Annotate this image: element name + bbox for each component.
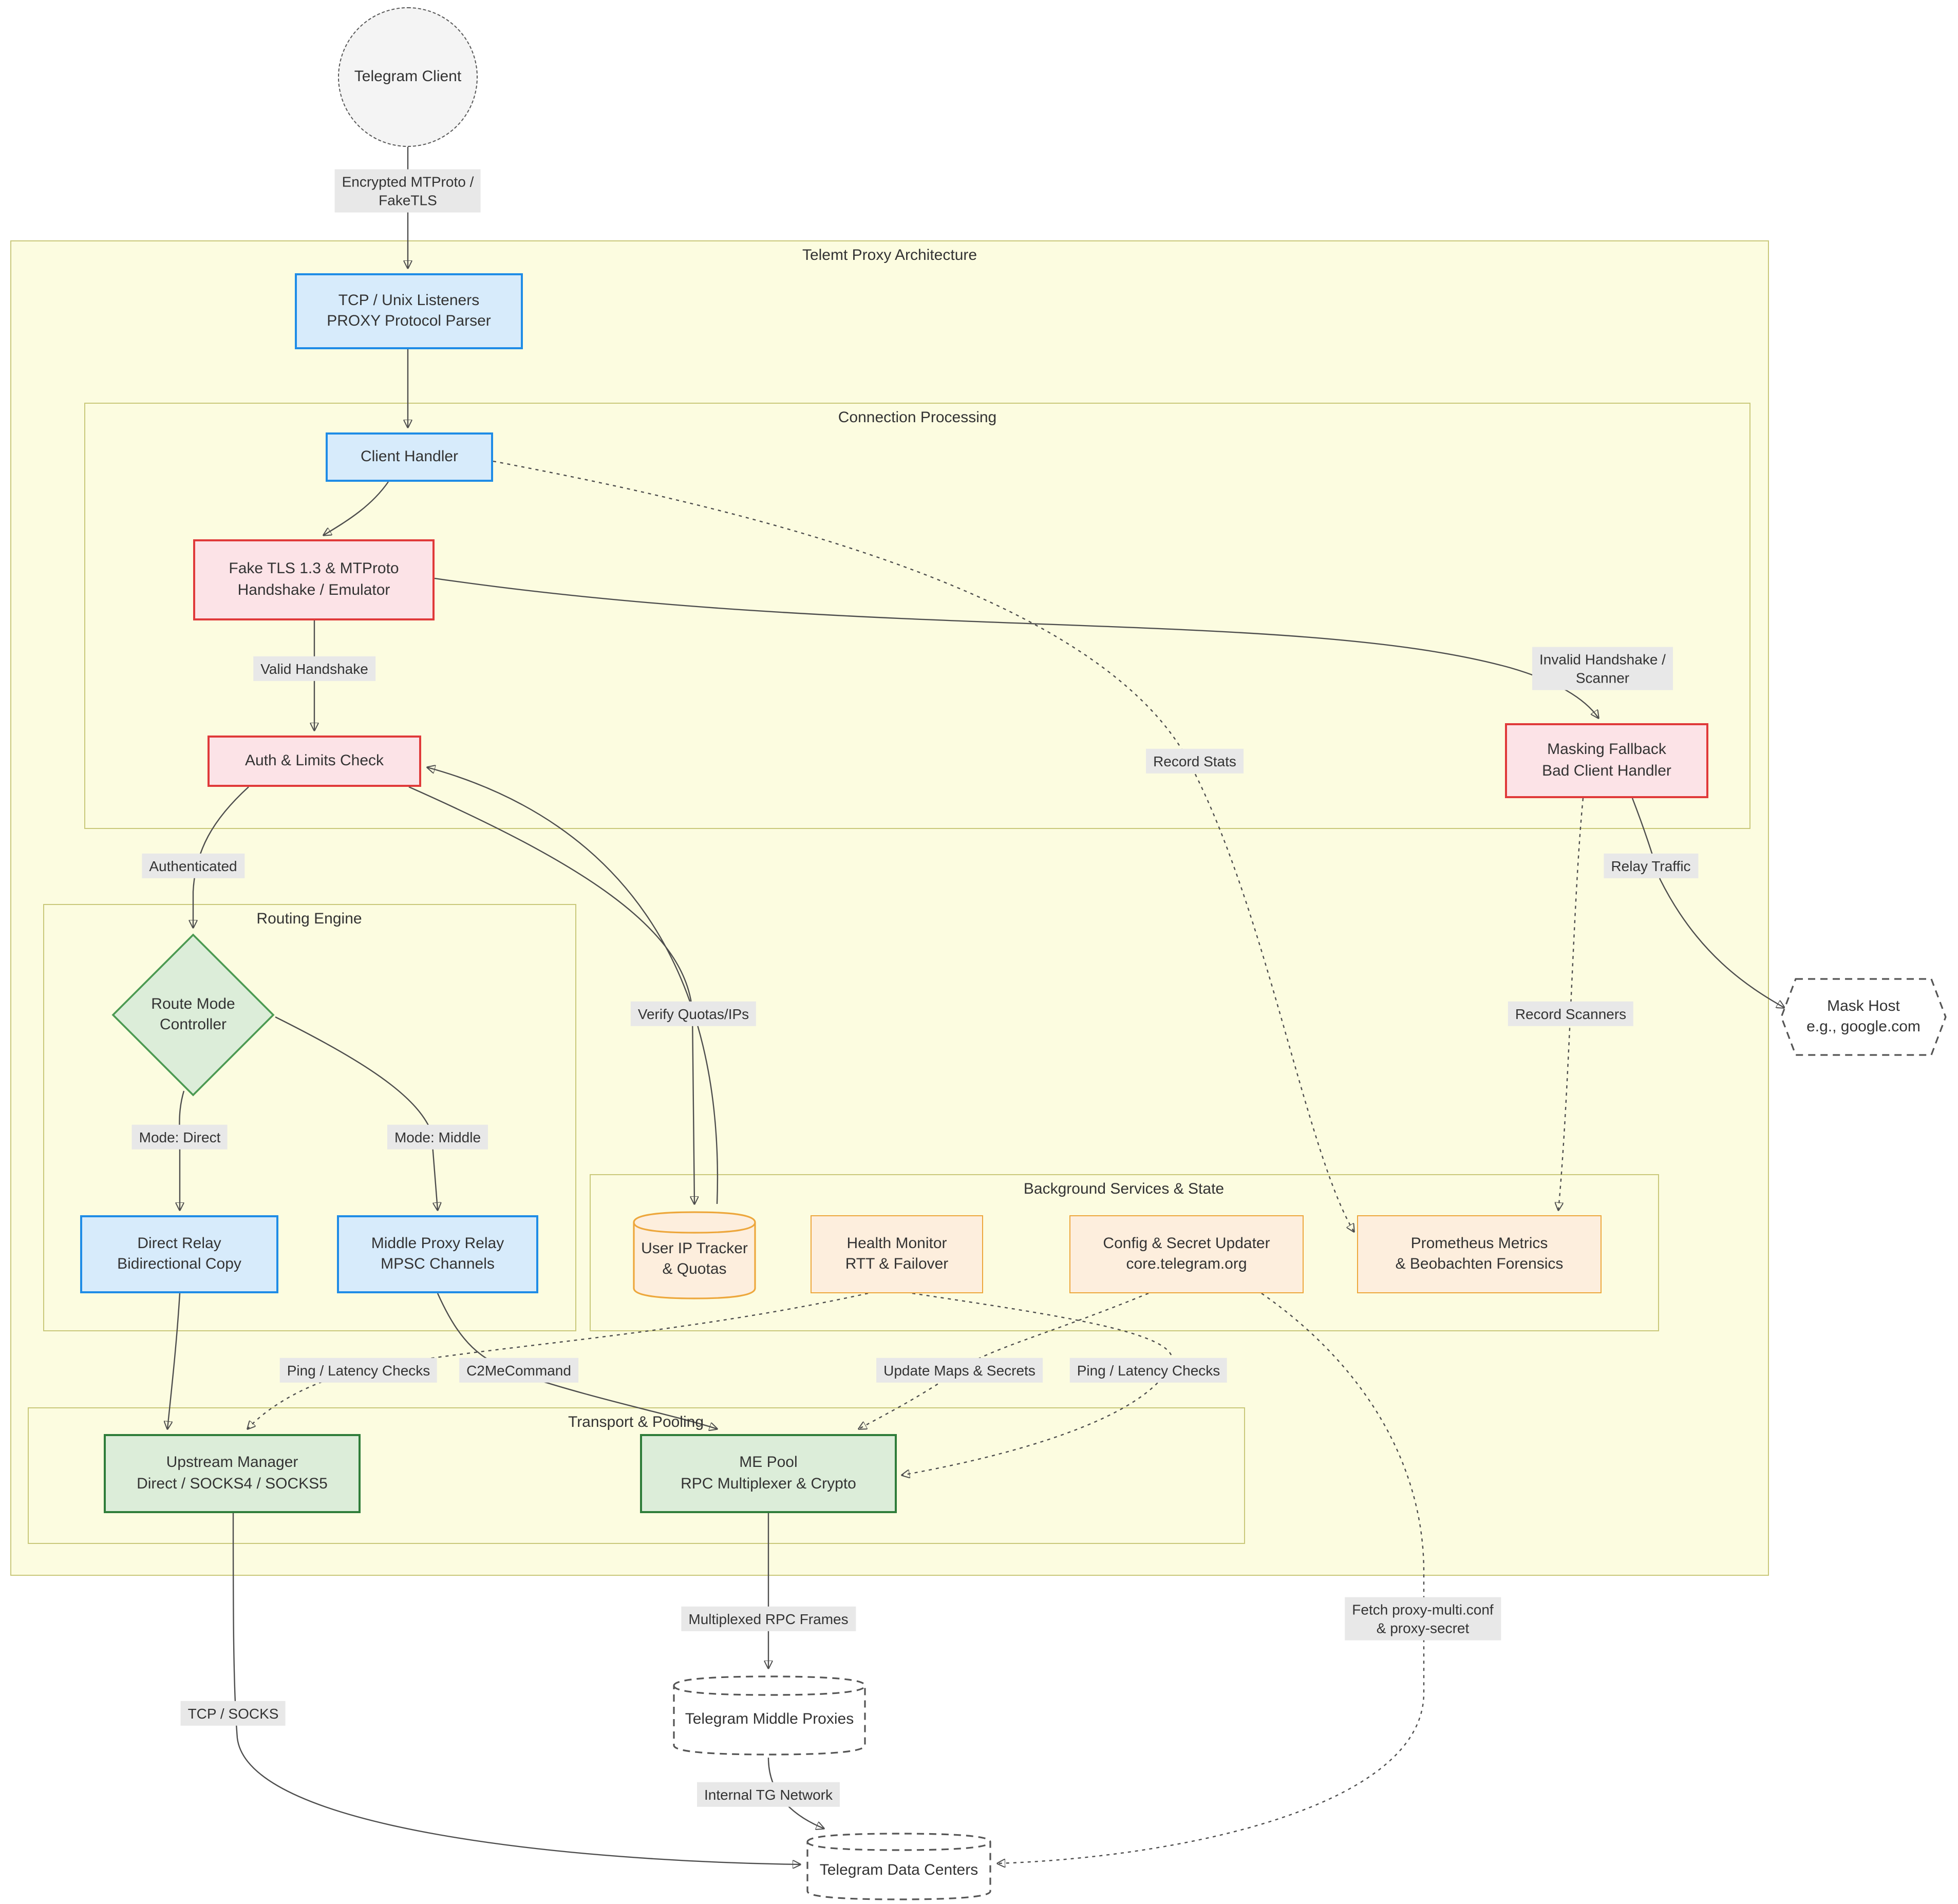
node-mask-host: Mask Host e.g., google.com (1779, 977, 1948, 1057)
node-user-ip-tracker: User IP Tracker & Quotas (632, 1209, 757, 1302)
node-mask-host-label: Mask Host e.g., google.com (1806, 997, 1921, 1036)
node-config-secret-updater-label: Config & Secret Updater core.telegram.or… (1103, 1234, 1270, 1273)
node-client-handler: Client Handler (326, 432, 493, 482)
container-connection-title: Connection Processing (838, 409, 997, 426)
node-telegram-client: Telegram Client (338, 7, 478, 147)
container-transport-title: Transport & Pooling (568, 1413, 704, 1431)
edge-label-authenticated: Authenticated (142, 853, 244, 879)
edge-config-to-mepool (859, 1292, 1149, 1429)
node-masking-fallback: Masking Fallback Bad Client Handler (1505, 723, 1708, 798)
edge-iptracker-to-auth (427, 767, 719, 1204)
node-client-handler-label: Client Handler (360, 447, 459, 465)
node-route-mode-controller: Route Mode Controller (111, 933, 275, 1097)
node-health-monitor: Health Monitor RTT & Failover (811, 1215, 983, 1293)
edge-handler-to-faketls (324, 481, 389, 535)
node-tcp-unix-listeners: TCP / Unix Listeners PROXY Protocol Pars… (295, 273, 523, 349)
edge-label-rpc-frames: Multiplexed RPC Frames (681, 1606, 856, 1632)
edge-routemode-to-directrelay (179, 1090, 185, 1210)
node-config-secret-updater: Config & Secret Updater core.telegram.or… (1069, 1215, 1304, 1293)
node-telegram-middle-proxies-label: Telegram Middle Proxies (685, 1710, 854, 1728)
node-auth-limits-check: Auth & Limits Check (208, 736, 421, 787)
edge-label-mode-middle: Mode: Middle (387, 1124, 488, 1150)
container-outer-title: Telemt Proxy Architecture (802, 247, 977, 264)
cylinder-shape (632, 1209, 757, 1302)
node-direct-relay-label: Direct Relay Bidirectional Copy (117, 1234, 241, 1273)
edge-label-ping-latency-right: Ping / Latency Checks (1069, 1358, 1228, 1383)
node-tcp-unix-listeners-label: TCP / Unix Listeners PROXY Protocol Pars… (327, 291, 491, 330)
edge-label-record-scanners: Record Scanners (1508, 1001, 1634, 1027)
node-upstream-manager: Upstream Manager Direct / SOCKS4 / SOCKS… (104, 1434, 361, 1513)
edge-label-tcp-socks: TCP / SOCKS (180, 1701, 286, 1726)
node-prometheus-metrics: Prometheus Metrics & Beobachten Forensic… (1357, 1215, 1602, 1293)
edge-health-to-upstream (248, 1292, 869, 1429)
cylinder-shape (805, 1831, 992, 1902)
node-user-ip-tracker-label: User IP Tracker & Quotas (641, 1239, 748, 1278)
edge-masking-to-prometheus (1558, 798, 1584, 1210)
edge-label-mode-direct: Mode: Direct (131, 1124, 228, 1150)
node-prometheus-metrics-label: Prometheus Metrics & Beobachten Forensic… (1395, 1234, 1564, 1273)
node-telegram-data-centers-label: Telegram Data Centers (819, 1861, 978, 1879)
edge-auth-to-iptracker (408, 786, 694, 1204)
diamond-shape (111, 933, 275, 1097)
edge-label-update-maps: Update Maps & Secrets (876, 1358, 1043, 1383)
node-direct-relay: Direct Relay Bidirectional Copy (80, 1215, 278, 1293)
node-upstream-manager-label: Upstream Manager Direct / SOCKS4 / SOCKS… (137, 1454, 328, 1493)
edge-label-invalid-handshake: Invalid Handshake / Scanner (1532, 647, 1673, 691)
edge-label-ping-latency-left: Ping / Latency Checks (279, 1358, 438, 1383)
node-me-pool-label: ME Pool RPC Multiplexer & Crypto (681, 1454, 856, 1493)
node-telegram-client-label: Telegram Client (354, 67, 462, 85)
container-routing-title: Routing Engine (256, 910, 362, 928)
node-auth-limits-check-label: Auth & Limits Check (244, 751, 384, 769)
edge-label-c2mecommand: C2MeCommand (459, 1358, 578, 1383)
edge-routemode-to-middlerelay (275, 1016, 438, 1210)
cylinder-shape (672, 1673, 867, 1758)
edge-masking-to-maskhost (1631, 798, 1784, 1008)
node-route-mode-controller-label: Route Mode Controller (151, 995, 235, 1034)
edge-label-record-stats: Record Stats (1146, 748, 1244, 774)
edge-health-to-mepool (902, 1292, 1173, 1475)
edge-label-valid-handshake: Valid Handshake (253, 656, 375, 682)
edge-label-encrypted-mtproto: Encrypted MTProto / FakeTLS (334, 169, 481, 213)
edge-label-fetch-config: Fetch proxy-multi.conf & proxy-secret (1345, 1597, 1501, 1641)
edge-label-relay-traffic: Relay Traffic (1604, 853, 1698, 879)
node-fake-tls-handshake: Fake TLS 1.3 & MTProto Handshake / Emula… (193, 539, 435, 620)
node-middle-proxy-relay: Middle Proxy Relay MPSC Channels (337, 1215, 538, 1293)
edge-auth-to-routemode (193, 786, 249, 928)
hexagon-shape (1779, 977, 1948, 1057)
node-masking-fallback-label: Masking Fallback Bad Client Handler (1542, 741, 1671, 780)
node-telegram-data-centers: Telegram Data Centers (805, 1831, 992, 1902)
edge-upstream-to-datacenters (232, 1513, 800, 1864)
node-health-monitor-label: Health Monitor RTT & Failover (845, 1234, 949, 1273)
node-fake-tls-handshake-label: Fake TLS 1.3 & MTProto Handshake / Emula… (229, 560, 399, 599)
edge-label-verify-quotas: Verify Quotas/IPs (630, 1001, 757, 1027)
edge-handler-to-prometheus (493, 460, 1354, 1232)
node-middle-proxy-relay-label: Middle Proxy Relay MPSC Channels (371, 1234, 504, 1273)
node-me-pool: ME Pool RPC Multiplexer & Crypto (640, 1434, 897, 1513)
container-background-title: Background Services & State (1023, 1180, 1225, 1198)
node-telegram-middle-proxies: Telegram Middle Proxies (672, 1673, 867, 1758)
edge-config-to-datacenters (997, 1293, 1425, 1863)
edge-faketls-to-masking (434, 577, 1598, 718)
edge-label-internal-tg: Internal TG Network (696, 1782, 840, 1807)
edge-directrelay-to-upstream (167, 1293, 181, 1429)
